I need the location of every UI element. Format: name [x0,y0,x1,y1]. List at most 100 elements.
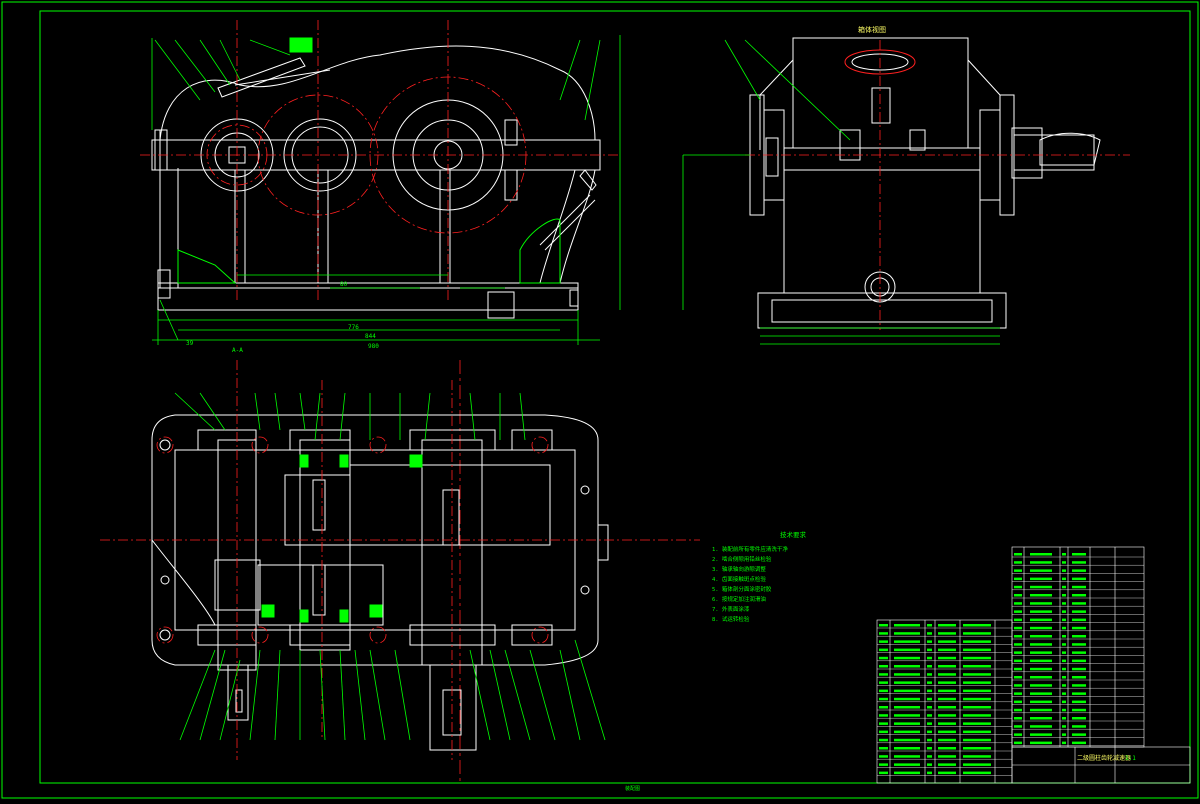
parts-cell-text-mark [894,665,920,668]
parts-cell-text-mark [938,665,956,668]
parts-cell-text-mark [1072,700,1086,704]
parts-cell-text-mark [1072,594,1086,597]
parts-cell-text-mark [879,648,888,652]
side-view [749,37,1101,329]
plan-leaders [174,392,606,741]
parts-cell-text-mark [927,738,932,742]
parts-cell-text-mark [879,673,888,676]
tech-req-item: 2. 啮合侧隙用铅丝检验 [712,555,772,563]
parts-cell-text-mark [1062,667,1066,671]
parts-cell-text-mark [1014,717,1022,720]
plan-view [151,414,609,751]
parts-cell-text-mark [1062,594,1066,597]
parts-cell-text-mark [1072,717,1086,720]
parts-cell-text-mark [1014,733,1022,736]
parts-cell-text-mark [1062,602,1066,605]
parts-cell-text-mark [879,640,888,643]
parts-cell-text-mark [1030,594,1052,597]
parts-cell-text-mark [1030,667,1052,671]
parts-cell-text-mark [927,771,932,775]
parts-cell-text-mark [1072,725,1086,728]
parts-cell-text-mark [894,648,920,652]
parts-cell-text-mark [1014,553,1022,556]
parts-cell-text-mark [894,714,920,717]
parts-cell-text-mark [938,763,956,766]
front-view [151,37,601,319]
parts-cell-text-mark [1072,618,1086,622]
parts-cell-text-mark [1014,610,1022,613]
tech-req-item: 5. 箱体剖分面涂密封胶 [712,585,772,593]
parts-cell-text-mark [894,681,920,684]
parts-cell-text-mark [1014,594,1022,597]
parts-cell-text-mark [1014,643,1022,646]
parts-cell-text-mark [927,689,932,693]
parts-cell-text-mark [1014,667,1022,671]
parts-cell-text-mark [1072,651,1086,654]
parts-cell-text-mark [1062,684,1066,687]
parts-cell-text-mark [1072,692,1086,695]
parts-cell-text-mark [1030,577,1052,581]
plan-view-label: A-A [232,347,243,354]
parts-cell-text-mark [894,747,920,750]
parts-cell-text-mark [1030,561,1052,564]
parts-cell-text-mark [879,771,888,775]
parts-cell-text-mark [1072,684,1086,687]
parts-cell-text-mark [927,673,932,676]
parts-cell-text-mark [894,632,920,635]
parts-cell-text-mark [894,624,920,627]
parts-cell-text-mark [1062,659,1066,663]
parts-cell-text-mark [1062,717,1066,720]
parts-cell-text-mark [938,730,956,734]
sheet-inner-border [39,10,1191,784]
parts-cell-text-mark [894,771,920,775]
parts-cell-text-mark [938,771,956,775]
parts-cell-text-mark [927,656,932,660]
parts-cell-text-mark [879,665,888,668]
parts-cell-text-mark [963,681,991,684]
parts-cell-text-mark [1014,569,1022,572]
parts-cell-text-mark [879,730,888,734]
tech-req-item: 1. 装配前所有零件应清洗干净 [712,545,788,553]
tech-requirements: 技术要求 1. 装配前所有零件应清洗干净 2. 啮合侧隙用铅丝检验 3. 轴承轴… [712,530,807,623]
oil-fill-right [519,218,561,284]
parts-cell-text-mark [963,771,991,775]
parts-cell-text-mark [1014,651,1022,654]
parts-cell-text-mark [963,763,991,766]
parts-cell-text-mark [963,648,991,652]
parts-cell-text-mark [879,689,888,693]
front-base-plate [157,287,579,311]
parts-cell-text-mark [1062,725,1066,728]
parts-cell-text-mark [938,624,956,627]
parts-cell-text-mark [938,706,956,709]
parts-cell-text-mark [938,648,956,652]
plan-seal-fills [261,454,423,623]
parts-cell-text-mark [1014,700,1022,704]
parts-cell-text-mark [1072,708,1086,712]
parts-cell-text-mark [879,697,888,701]
parts-cell-text-mark [963,697,991,701]
side-base [757,292,1007,329]
parts-cell-text-mark [894,697,920,701]
parts-cell-text-mark [927,714,932,717]
parts-cell-text-mark [927,730,932,734]
parts-cell-text-mark [1072,602,1086,605]
parts-cell-text-mark [1014,725,1022,728]
parts-cell-text-mark [927,706,932,709]
parts-cell-text-mark [894,640,920,643]
parts-cell-text-mark [894,689,920,693]
parts-cell-text-mark [1062,610,1066,613]
parts-cell-text-mark [927,763,932,766]
parts-cell-text-mark [938,722,956,725]
plan-center-lines [100,360,700,760]
parts-cell-text-mark [1030,643,1052,646]
parts-cell-text-mark [963,747,991,750]
parts-cell-text-mark [927,681,932,684]
side-center-lines [745,40,1130,330]
tech-req-item: 8. 试运转检验 [712,615,750,623]
parts-cell-text-mark [1072,667,1086,671]
parts-cell-text-mark [879,632,888,635]
parts-cell-text-mark [1062,741,1066,745]
parts-cell-text-mark [1030,618,1052,622]
parts-cell-text-mark [1030,651,1052,654]
parts-cell-text-mark [894,656,920,660]
